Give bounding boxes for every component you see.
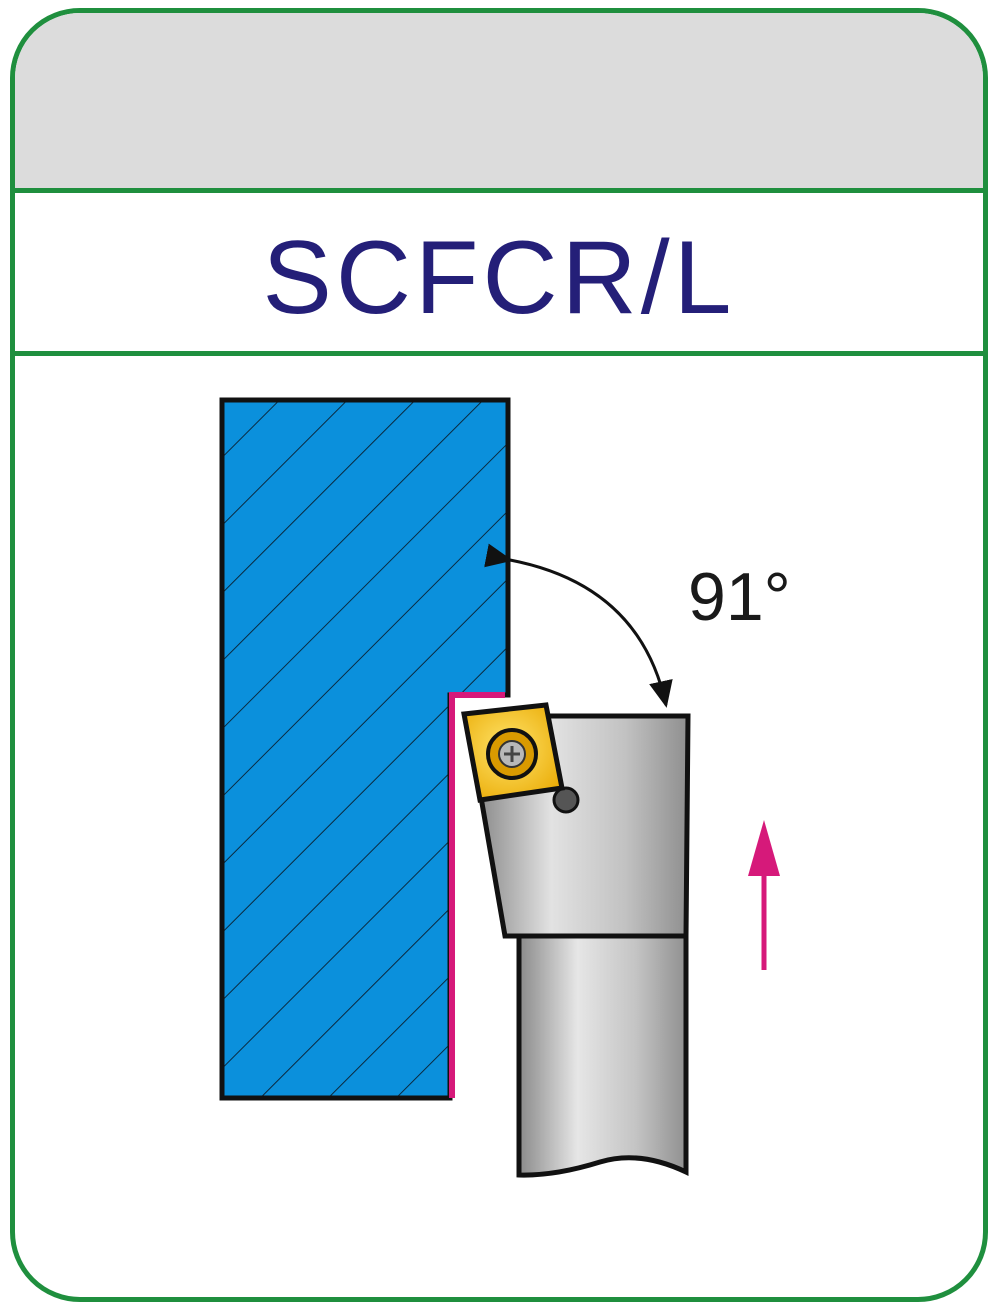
tool-shank — [516, 933, 689, 1178]
cutting-insert — [461, 702, 565, 803]
clamp-pin — [552, 786, 580, 814]
tool-card: SCFCR/L — [10, 8, 988, 1302]
title-band: SCFCR/L — [15, 193, 983, 356]
approach-angle-label: 91° — [688, 559, 791, 635]
angle-arc — [484, 543, 673, 708]
tool-designation-title: SCFCR/L — [262, 220, 736, 336]
header-band — [15, 13, 983, 193]
arrow-up-icon — [748, 820, 780, 970]
workpiece — [219, 397, 511, 1101]
